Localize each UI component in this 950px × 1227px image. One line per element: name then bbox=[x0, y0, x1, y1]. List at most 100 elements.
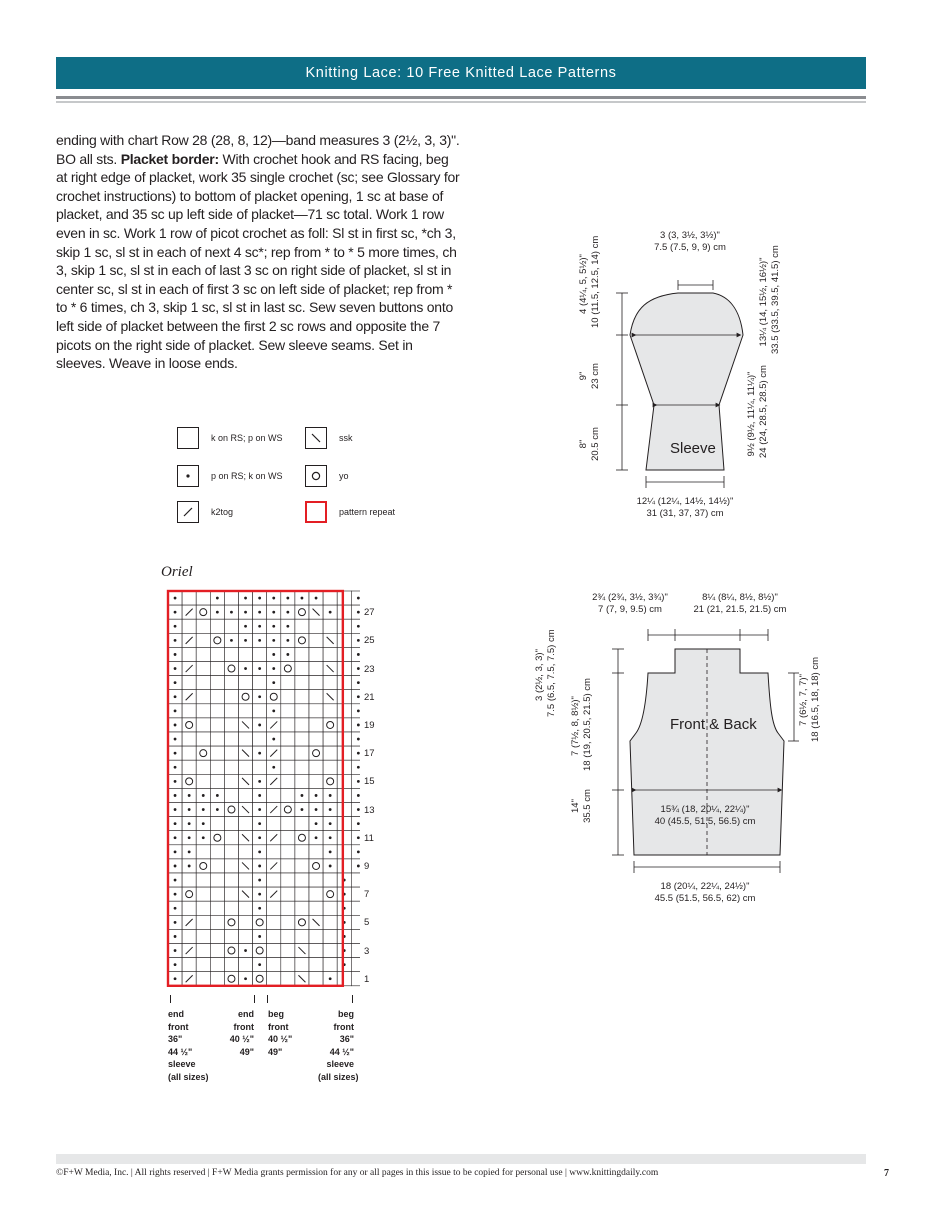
chart-row-number: 21 bbox=[364, 691, 375, 703]
chart-cell bbox=[209, 745, 225, 761]
chart-cell bbox=[308, 971, 324, 987]
chart-cell bbox=[195, 886, 211, 902]
chart-cell bbox=[266, 900, 282, 916]
purl-dot-icon bbox=[356, 836, 360, 840]
chart-cell bbox=[280, 900, 296, 916]
chart-cell bbox=[209, 872, 225, 888]
purl-dot-icon bbox=[314, 596, 318, 600]
front-back-neck-depth: 3 (2½, 3, 3)"7.5 (6.5, 7.5, 7.5) cm bbox=[534, 629, 557, 717]
chart-cell bbox=[336, 689, 352, 705]
chart-cell bbox=[280, 914, 296, 930]
purl-dot-icon bbox=[356, 751, 360, 755]
chart-cell bbox=[181, 647, 197, 662]
chart-cell bbox=[280, 971, 296, 987]
chart-cell bbox=[238, 675, 253, 690]
k2tog-icon bbox=[185, 608, 194, 617]
chart-cell bbox=[238, 703, 253, 719]
purl-dot-icon bbox=[300, 808, 304, 811]
purl-dot-icon bbox=[314, 808, 318, 811]
chart-cell bbox=[209, 943, 225, 958]
yo-circle-icon bbox=[199, 749, 208, 758]
purl-dot-icon bbox=[356, 822, 360, 826]
purl-dot-icon bbox=[258, 610, 262, 614]
chart-cell bbox=[351, 900, 360, 916]
yo-circle-icon bbox=[283, 805, 292, 814]
chart-cell bbox=[294, 914, 310, 930]
chart-cell bbox=[266, 929, 282, 944]
purl-dot-icon bbox=[187, 864, 191, 868]
chart-marker-tick bbox=[267, 995, 268, 1003]
purl-dot-icon bbox=[187, 836, 191, 840]
front-back-neck: 8¼ (8¼, 8½, 8½)"21 (21, 21.5, 21.5) cm bbox=[693, 592, 787, 615]
chart-cell bbox=[252, 675, 267, 690]
purl-dot-icon bbox=[187, 822, 191, 826]
purl-dot-icon bbox=[314, 794, 318, 797]
chart-cell bbox=[224, 717, 239, 733]
chart-cell bbox=[322, 957, 338, 973]
purl-dot-icon bbox=[173, 653, 177, 656]
purl-dot-icon bbox=[215, 596, 219, 600]
chart-cell bbox=[308, 703, 324, 719]
chart-cell bbox=[181, 886, 197, 902]
purl-dot-icon bbox=[258, 638, 262, 642]
chart-cell bbox=[322, 914, 338, 930]
chart-row-number: 13 bbox=[364, 804, 375, 816]
chart-cell bbox=[224, 929, 239, 944]
chart-cell bbox=[336, 703, 352, 719]
k2tog-icon bbox=[177, 501, 199, 523]
chart-cell bbox=[336, 731, 352, 747]
ssk-icon bbox=[241, 805, 250, 814]
purl-dot-icon bbox=[187, 794, 191, 797]
sleeve-length-9: 9"23 cm bbox=[578, 363, 601, 389]
purl-dot-icon bbox=[328, 977, 332, 981]
chart-row-number: 17 bbox=[364, 748, 375, 760]
chart-cell bbox=[266, 844, 282, 860]
purl-dot-icon bbox=[272, 765, 276, 769]
purl-dot-icon bbox=[201, 822, 205, 826]
chart-cell bbox=[266, 971, 282, 987]
chart-cell bbox=[209, 647, 225, 662]
yo-circle-icon bbox=[326, 890, 335, 899]
sleeve-upper-arm: 13¼ (14, 15½, 16½)"33.5 (33.5, 39.5, 41.… bbox=[758, 245, 781, 354]
chart-cell bbox=[238, 929, 253, 944]
chart-cell bbox=[280, 858, 296, 874]
purl-dot-icon bbox=[173, 667, 177, 670]
chart-cell bbox=[195, 858, 211, 874]
front-back-length: 14"35.5 cm bbox=[570, 789, 593, 823]
chart-cell bbox=[322, 759, 338, 775]
ssk-icon bbox=[312, 918, 320, 927]
chart-cell bbox=[308, 731, 324, 747]
chart-cell bbox=[351, 914, 360, 930]
chart-cell bbox=[280, 788, 296, 803]
purl-dot-icon bbox=[258, 850, 262, 854]
purl-dot-icon bbox=[272, 624, 276, 628]
k2tog-icon bbox=[269, 777, 278, 786]
chart-cell bbox=[238, 689, 253, 705]
purl-dot-icon bbox=[356, 808, 360, 811]
chart-cell bbox=[195, 618, 211, 634]
k2tog-icon bbox=[185, 946, 194, 955]
sleeve-cap-height: 4 (4¼, 5, 5½)"10 (11.5, 12.5, 14) cm bbox=[578, 235, 601, 328]
chart-cell bbox=[294, 858, 310, 874]
chart-cell bbox=[308, 844, 324, 860]
chart-row-number: 23 bbox=[364, 663, 375, 675]
purl-dot-icon bbox=[173, 808, 177, 811]
front-back-waist: 15¾ (18, 20¼, 22¼)"40 (45.5, 51.5, 56.5)… bbox=[654, 804, 756, 827]
chart-cell bbox=[195, 914, 211, 930]
chart-cell bbox=[294, 886, 310, 902]
chart-cell bbox=[181, 590, 197, 606]
chart-cell bbox=[195, 703, 211, 719]
ssk-icon bbox=[298, 974, 306, 983]
purl-dot-icon bbox=[173, 695, 177, 699]
front-back-name: Front & Back bbox=[670, 716, 757, 733]
chart-cell bbox=[209, 759, 225, 775]
purl-dot-icon bbox=[173, 850, 177, 854]
header-rule-light bbox=[56, 101, 866, 103]
purl-dot-icon bbox=[286, 610, 290, 614]
yo-circle-icon bbox=[199, 608, 208, 617]
purl-dot-icon bbox=[258, 695, 262, 699]
chart-cell bbox=[336, 717, 352, 733]
chart-cell bbox=[195, 717, 211, 733]
chart-cell bbox=[351, 943, 360, 958]
